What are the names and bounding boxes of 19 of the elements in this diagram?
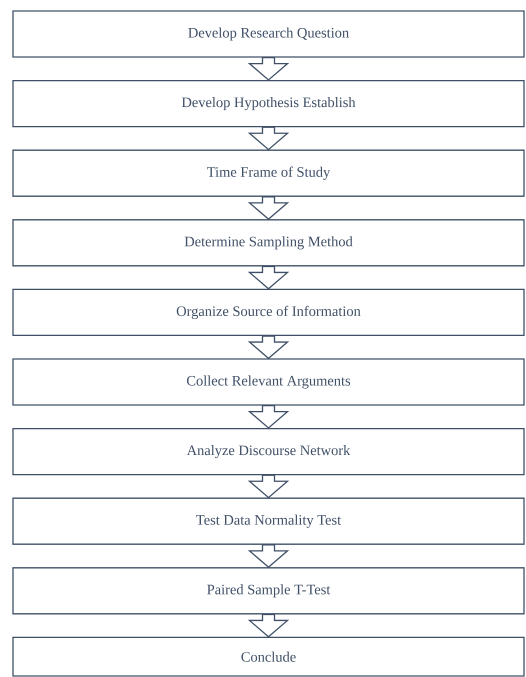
process-box: Conclude	[12, 636, 525, 677]
process-box: Test Data Normality Test	[12, 498, 525, 545]
block-arrow	[248, 196, 290, 220]
block-arrow	[248, 126, 290, 150]
block-arrow	[248, 266, 290, 290]
block-arrow	[248, 57, 290, 81]
block-arrow	[248, 335, 290, 360]
process-box: Paired Sample T-Test	[12, 567, 525, 614]
process-box: Analyze Discourse Network	[12, 428, 525, 476]
block-arrow	[248, 544, 290, 568]
block-arrow	[248, 405, 290, 429]
process-box: Collect Relevant Arguments	[12, 358, 525, 406]
process-box: Develop Hypothesis Establish	[12, 80, 525, 128]
process-box: Time Frame of Study	[12, 150, 525, 197]
block-arrow	[248, 474, 290, 498]
process-box: Organize Source of Information	[12, 288, 525, 336]
process-box: Develop Research Question	[12, 10, 525, 58]
block-arrow	[248, 614, 290, 638]
process-box: Determine Sampling Method	[12, 219, 525, 266]
